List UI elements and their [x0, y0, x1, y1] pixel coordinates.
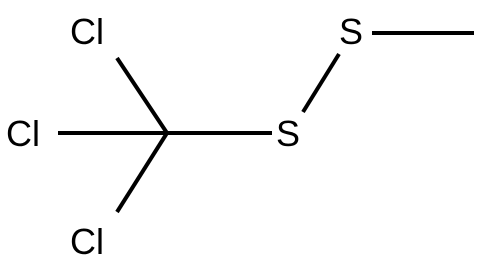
atom-cl-left: Cl — [6, 113, 40, 154]
atom-s-center: S — [276, 113, 300, 154]
bond-s-s — [301, 52, 341, 114]
atom-cl-bottom: Cl — [70, 221, 104, 262]
bond-c-cl-bottom — [115, 131, 169, 214]
bond-c-cl-top — [115, 56, 169, 135]
atom-s-top: S — [339, 11, 363, 52]
atom-cl-top: Cl — [70, 11, 104, 52]
